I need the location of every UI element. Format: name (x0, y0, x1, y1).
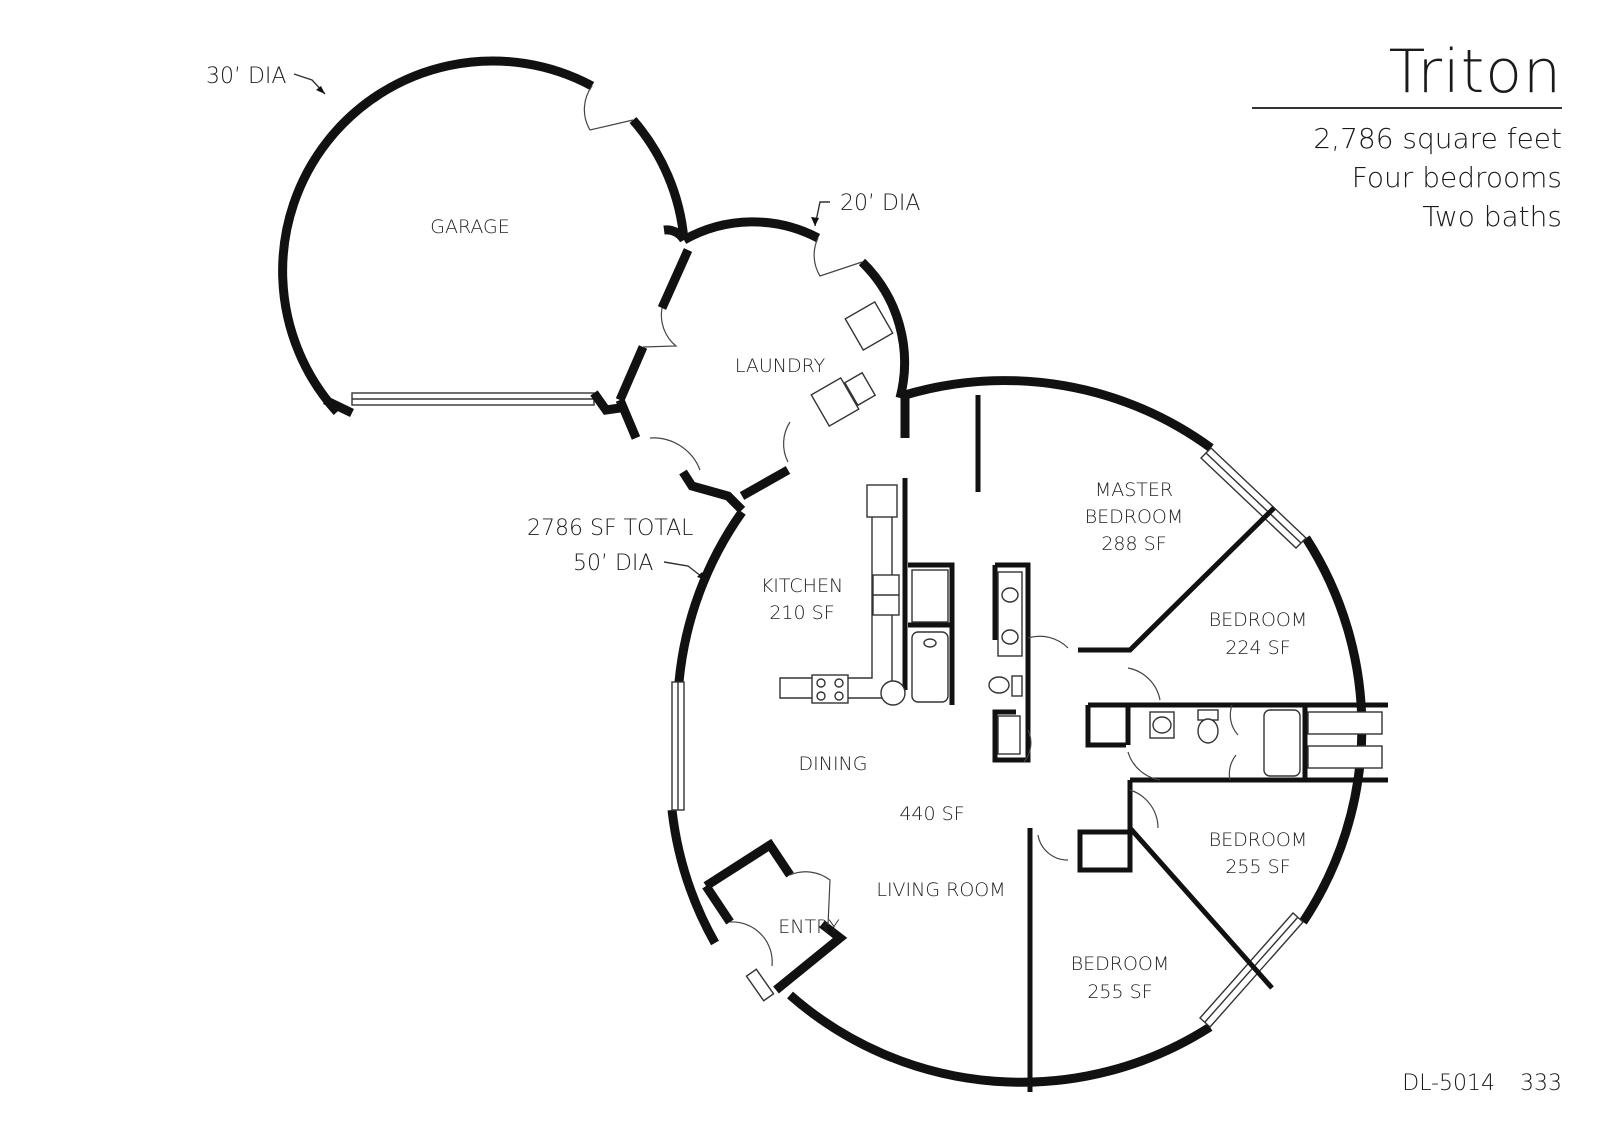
room-label-bedroom-e: BEDROOM (1209, 829, 1308, 851)
room-label-bedroom-ne: BEDROOM (1209, 609, 1308, 631)
room-label-master-2: BEDROOM (1085, 506, 1184, 528)
room-label-entry: ENTRY (778, 916, 840, 938)
room-label-dining: DINING (799, 753, 868, 775)
garage-door-swing (583, 85, 634, 131)
plan-bedrooms: Four bedrooms (1351, 161, 1562, 195)
plan-area: 2,786 square feet (1313, 122, 1562, 155)
title-block: Triton 2,786 square feet Four bedrooms T… (1242, 38, 1562, 237)
dim-arrow-laundry (811, 201, 830, 227)
laundry-outside-door (813, 237, 863, 277)
room-label-garage: GARAGE (430, 216, 510, 238)
window (671, 681, 685, 811)
room-label-master-sf: 288 SF (1101, 533, 1166, 555)
total-sf-label: 2786 SF TOTAL (527, 516, 693, 541)
room-label-kitchen: KITCHEN (761, 575, 843, 597)
laundry-back-door (649, 437, 701, 471)
main-dome (667, 376, 1388, 1092)
washer-dryer (810, 300, 894, 428)
room-label-bedroom-s: BEDROOM (1071, 953, 1170, 975)
room-label-laundry: LAUNDRY (735, 355, 826, 377)
room-label-living-sf: 440 SF (899, 803, 964, 825)
plan-baths: Two baths (1422, 200, 1562, 234)
laundry-dia-label: 20’ DIA (840, 191, 920, 216)
title-divider (1252, 107, 1562, 109)
dim-arrow-garage (293, 73, 326, 95)
window (1199, 912, 1304, 1028)
laundry-house-door (783, 421, 791, 463)
room-label-kitchen-sf: 210 SF (769, 602, 834, 624)
main-dia-label: 50’ DIA (573, 551, 653, 576)
room-label-bedroom-s-sf: 255 SF (1087, 981, 1152, 1003)
window (1199, 447, 1308, 549)
dim-arrow-main (663, 561, 707, 581)
plan-title: Triton (1388, 37, 1562, 107)
garage-dia-label: 30’ DIA (206, 64, 286, 89)
page-number: 333 (1520, 1071, 1562, 1096)
main-bath (908, 562, 1069, 763)
kitchen-counter (779, 484, 906, 706)
closet (1037, 789, 1159, 873)
room-label-bedroom-e-sf: 255 SF (1225, 856, 1290, 878)
laundry-dome (615, 217, 910, 514)
plan-code-id: DL-5014 (1402, 1071, 1495, 1096)
plan-code: DL-5014 333 (1402, 1071, 1562, 1096)
room-label-bedroom-ne-sf: 224 SF (1225, 637, 1290, 659)
garage-dome (278, 56, 689, 418)
room-label-master: MASTER (1095, 479, 1173, 501)
laundry-garage-door (642, 307, 678, 348)
room-label-living: LIVING ROOM (876, 879, 1005, 901)
hall-bath (1085, 667, 1388, 783)
entry-vestibule (702, 838, 848, 1002)
